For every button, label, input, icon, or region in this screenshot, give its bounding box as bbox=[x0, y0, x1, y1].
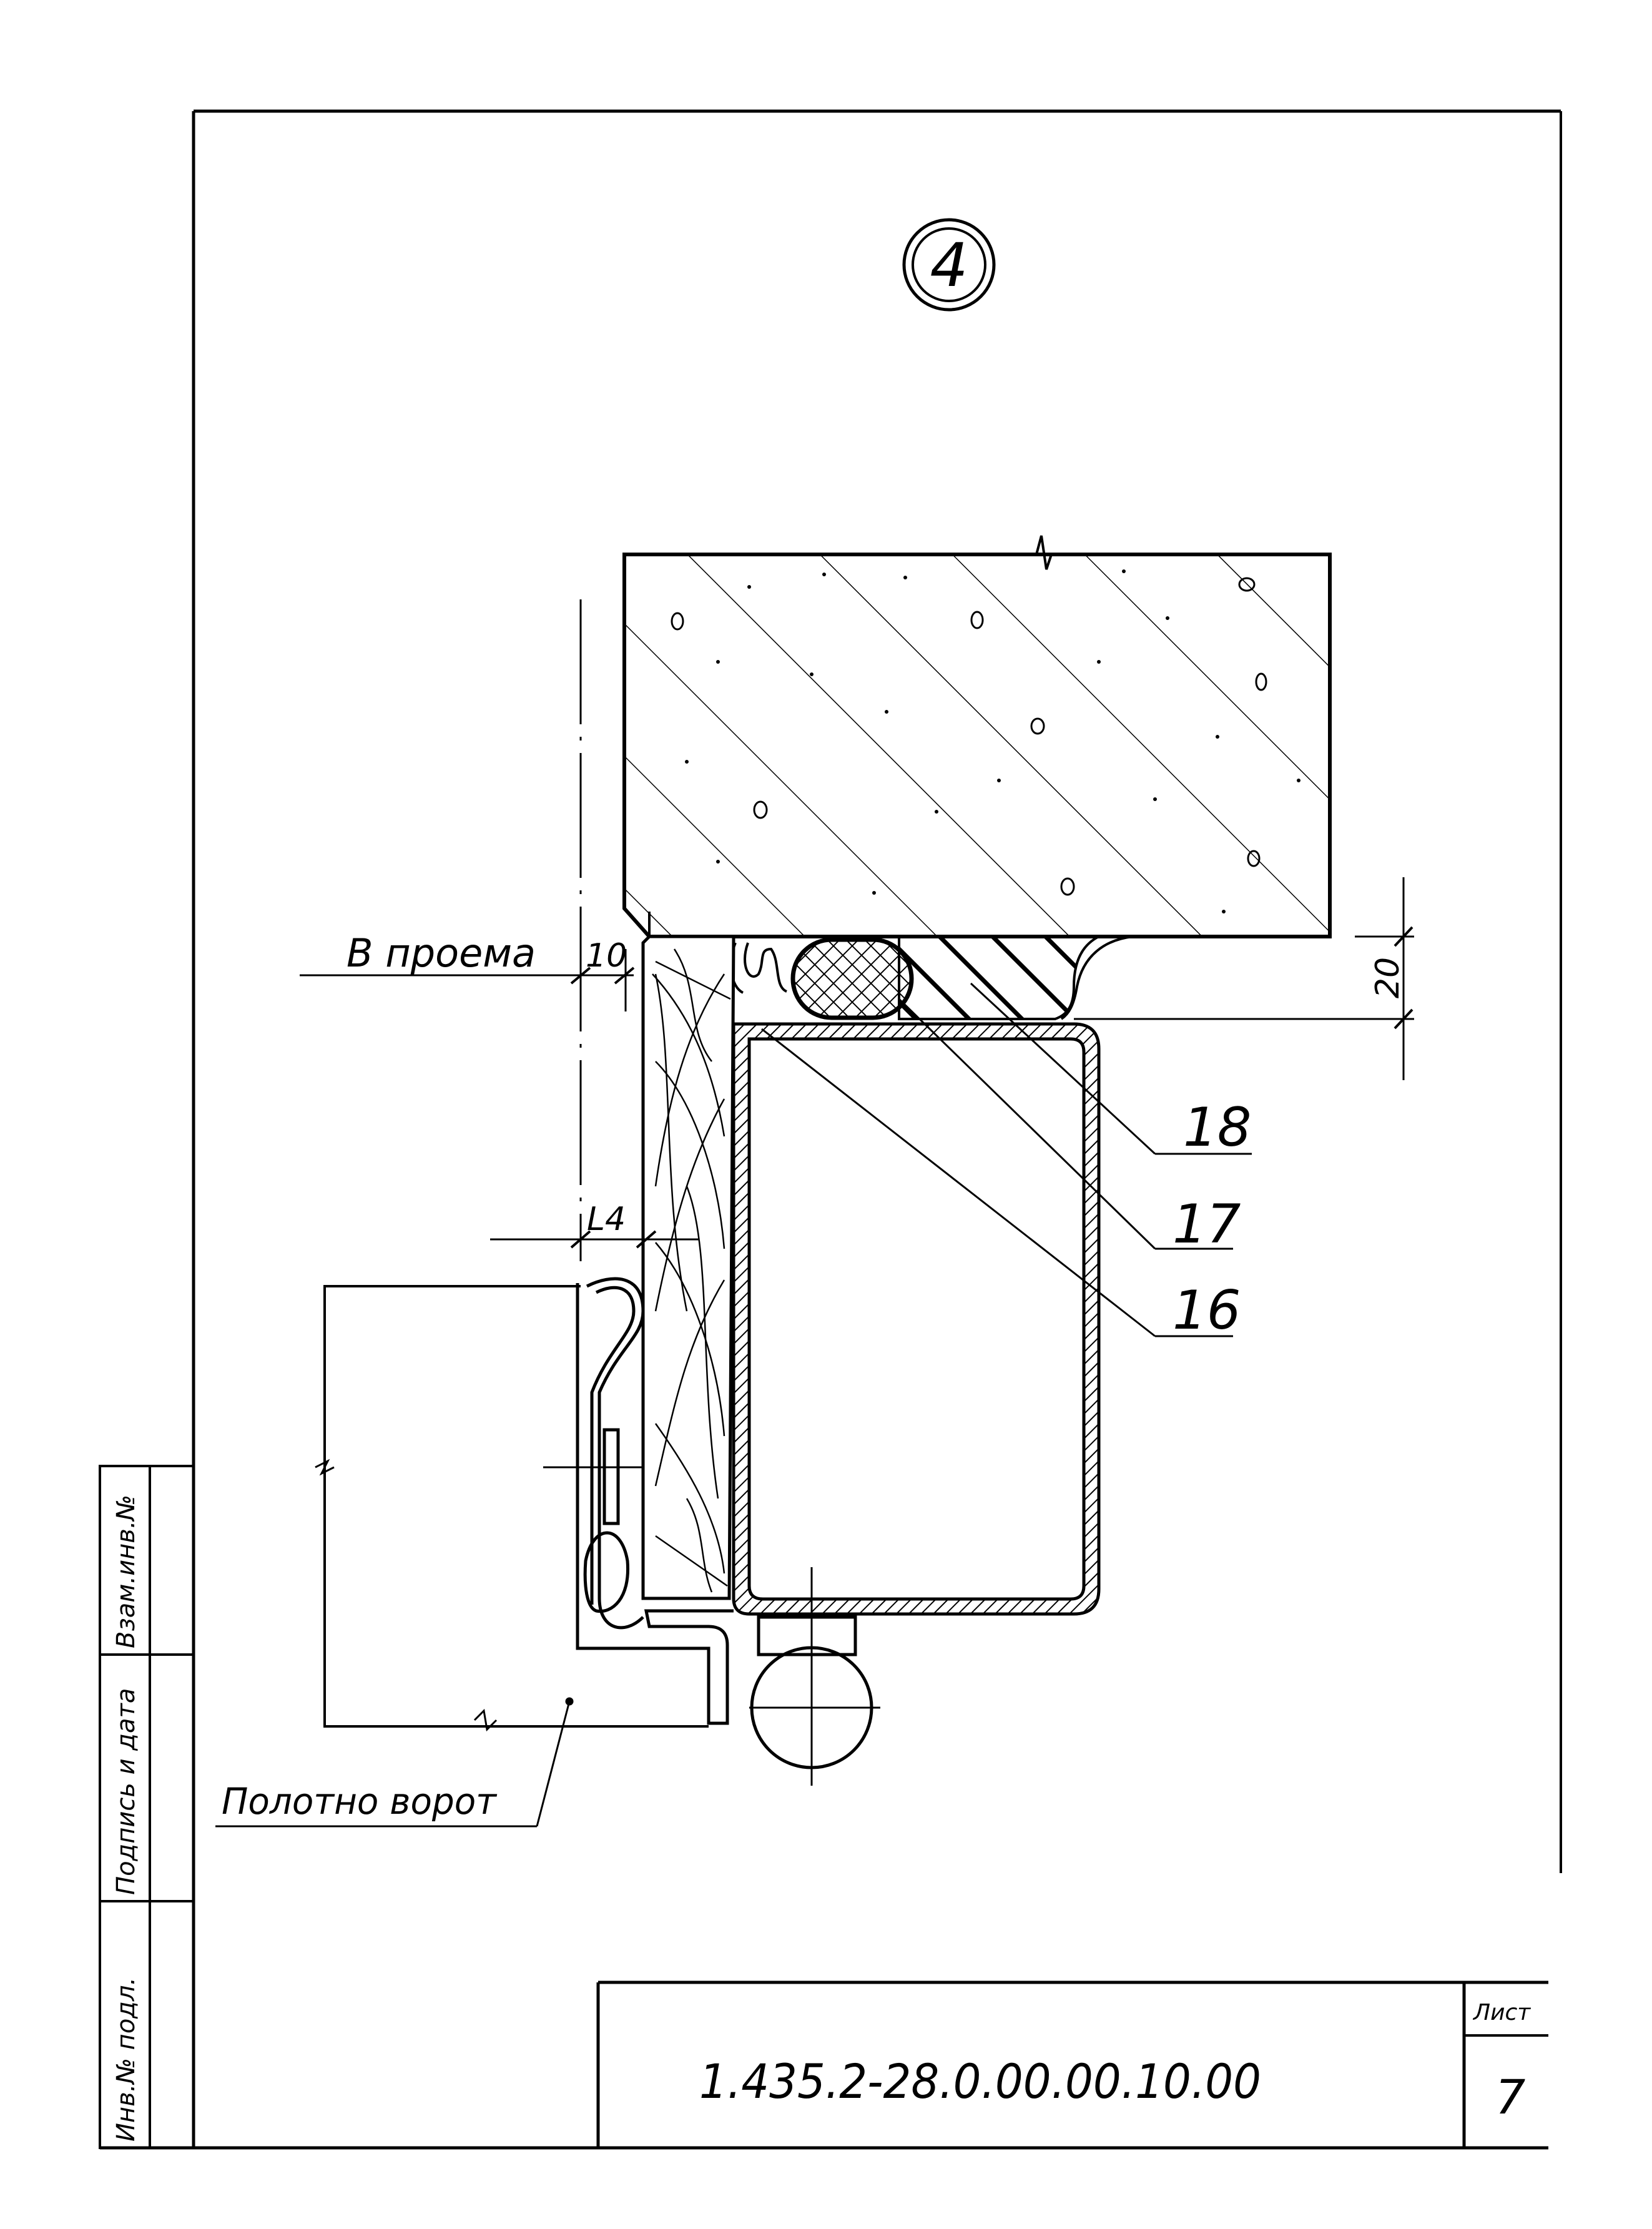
gate-leaf-bracket bbox=[543, 1277, 734, 1725]
hinge-pin bbox=[749, 1567, 880, 1786]
title-block-code: 1.435.2-28.0.00.00.10.00 bbox=[699, 2054, 1261, 2109]
title-block bbox=[596, 1981, 1548, 2148]
callout-17: 17 bbox=[1173, 1193, 1241, 1256]
gate-leaf-leader bbox=[215, 1697, 574, 1828]
dimension-height bbox=[1074, 877, 1414, 1080]
side-stamp-signature-date: Подпись и дата bbox=[112, 1688, 140, 1895]
callout-leaders bbox=[761, 982, 1252, 1337]
round-sealing-cord bbox=[790, 937, 914, 1020]
detail-marker-number: 4 bbox=[930, 230, 968, 300]
detail-marker: 4 bbox=[902, 218, 996, 312]
side-stamp-replaced-inv: Взам.инв.№ bbox=[112, 1495, 140, 1648]
wood-insert bbox=[641, 912, 735, 1600]
concrete-lintel bbox=[622, 535, 1332, 938]
side-stamp-original-inv: Инв.№ подл. bbox=[112, 1977, 140, 2142]
gate-leaf bbox=[315, 1285, 709, 1732]
rubber-seal-strip bbox=[898, 935, 1134, 1020]
callout-18: 18 bbox=[1183, 1096, 1251, 1159]
side-stamp bbox=[99, 1465, 195, 2149]
title-block-sheet-label: Лист bbox=[1472, 2000, 1531, 2025]
callout-16: 16 bbox=[1173, 1279, 1241, 1342]
dimension-height-value: 20 bbox=[1369, 957, 1407, 998]
dimension-opening-value: 10 bbox=[586, 937, 627, 975]
dimension-l4 bbox=[490, 1230, 699, 1249]
dimension-opening-label: В проема bbox=[347, 930, 536, 976]
seal-clip bbox=[729, 942, 788, 994]
gate-leaf-label: Полотно ворот bbox=[222, 1780, 498, 1823]
dimension-opening bbox=[300, 949, 635, 1011]
dimension-l4-label: L4 bbox=[587, 1201, 626, 1238]
title-block-sheet-number: 7 bbox=[1495, 2069, 1525, 2125]
steel-box-profile bbox=[732, 1022, 1101, 1616]
